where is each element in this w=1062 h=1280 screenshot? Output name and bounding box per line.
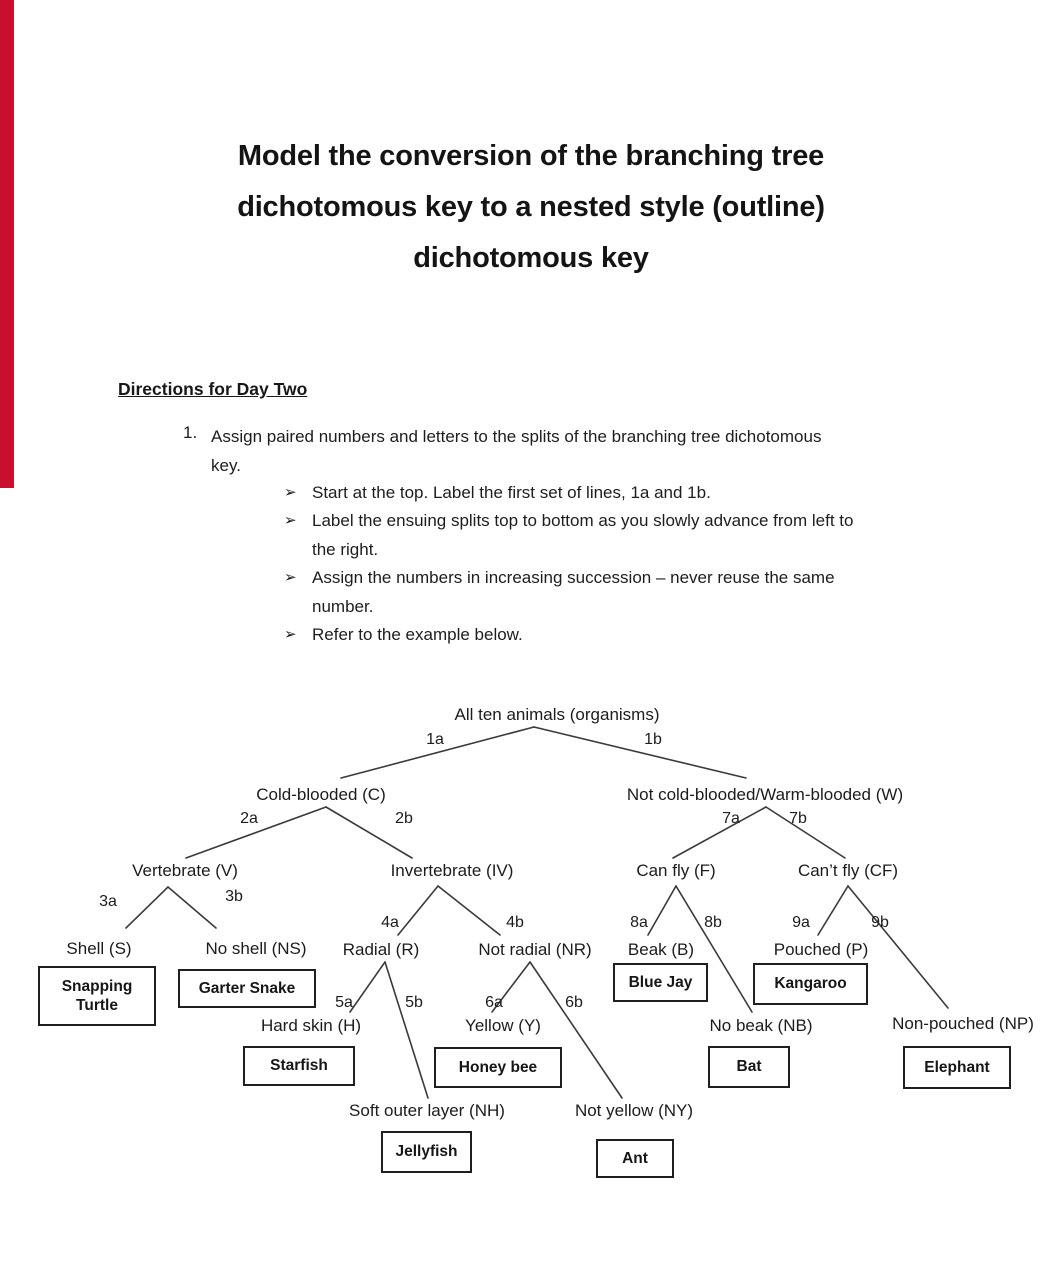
animal-box-blue-jay: Blue Jay <box>613 963 708 1002</box>
branch-label-8b: 8b <box>704 914 722 931</box>
list-item-text: Assign paired numbers and letters to the… <box>211 423 971 480</box>
tree-node-can-fly: Can fly (F) <box>636 861 716 880</box>
list-item-number: 1. <box>183 423 198 442</box>
branch-label-4b: 4b <box>506 914 524 931</box>
tree-node-vertebrate: Vertebrate (V) <box>132 861 238 880</box>
branch-label-8a: 8a <box>630 914 648 931</box>
tree-node-no-shell: No shell (NS) <box>205 939 307 958</box>
tree-node-warm-blooded: Not cold-blooded/Warm-blooded (W) <box>626 785 904 804</box>
branch-label-9b: 9b <box>871 914 889 931</box>
list-item-line: Assign paired numbers and letters to the… <box>211 427 822 446</box>
animal-box-kangaroo: Kangaroo <box>753 963 868 1005</box>
bullet-list: ➢ Start at the top. Label the first set … <box>284 479 984 649</box>
page-title-line-1: Model the conversion of the branching tr… <box>237 140 825 172</box>
animal-box-bat: Bat <box>708 1046 790 1088</box>
branch-label-4a: 4a <box>381 914 399 931</box>
branch-label-1a: 1a <box>426 731 444 748</box>
left-margin-marker <box>0 0 14 488</box>
tree-node-not-yellow: Not yellow (NY) <box>574 1101 694 1120</box>
bullet-line: Refer to the example below. <box>312 625 523 645</box>
animal-box-jellyfish: Jellyfish <box>381 1131 472 1173</box>
tree-node-yellow: Yellow (Y) <box>465 1016 541 1035</box>
branch-label-5b: 5b <box>405 994 423 1011</box>
animal-box-ant: Ant <box>596 1139 674 1178</box>
tree-node-beak: Beak (B) <box>627 940 695 959</box>
tree-node-not-radial: Not radial (NR) <box>478 940 592 959</box>
tree-node-radial: Radial (R) <box>342 940 420 959</box>
tree-node-pouched: Pouched (P) <box>773 940 869 959</box>
branch-label-6a: 6a <box>485 994 503 1011</box>
page-title: Model the conversion of the branching tr… <box>0 131 1062 284</box>
bullet-line: the right. <box>312 539 379 559</box>
tree-node-shell: Shell (S) <box>66 939 132 958</box>
bullet-line: number. <box>312 596 374 616</box>
tree-node-root: All ten animals (organisms) <box>454 705 660 724</box>
branch-label-3b: 3b <box>225 888 243 905</box>
bullet-item: ➢ Assign the numbers in increasing succe… <box>284 564 984 621</box>
directions-heading: Directions for Day Two <box>118 379 308 399</box>
arrow-bullet-icon: ➢ <box>284 626 297 644</box>
tree-node-invertebrate: Invertebrate (IV) <box>390 861 514 880</box>
branch-label-3a: 3a <box>99 893 117 910</box>
animal-box-garter-snake: Garter Snake <box>178 969 316 1008</box>
bullet-line: Label the ensuing splits top to bottom a… <box>312 511 854 531</box>
branch-label-2b: 2b <box>395 810 413 827</box>
list-item-line: key. <box>211 455 241 475</box>
branch-label-2a: 2a <box>240 810 258 827</box>
bullet-item: ➢ Start at the top. Label the first set … <box>284 479 984 507</box>
dichotomous-tree-diagram: All ten animals (organisms) 1a 1b Cold-b… <box>0 700 1062 1200</box>
tree-node-no-beak: No beak (NB) <box>709 1016 813 1035</box>
tree-node-hard-skin: Hard skin (H) <box>260 1016 362 1035</box>
animal-box-starfish: Starfish <box>243 1046 355 1086</box>
branch-label-9a: 9a <box>792 914 810 931</box>
arrow-bullet-icon: ➢ <box>284 484 297 501</box>
bullet-item: ➢ Refer to the example below. <box>284 621 984 649</box>
bullet-item: ➢ Label the ensuing splits top to bottom… <box>284 507 984 564</box>
branch-label-5a: 5a <box>335 994 353 1011</box>
animal-box-elephant: Elephant <box>903 1046 1011 1089</box>
arrow-bullet-icon: ➢ <box>284 569 297 587</box>
branch-label-7b: 7b <box>789 810 807 827</box>
page-title-line-3: dichotomous key <box>413 242 649 274</box>
bullet-line: Start at the top. Label the first set of… <box>312 483 711 502</box>
tree-branch-lines <box>125 726 949 1099</box>
branch-label-6b: 6b <box>565 994 583 1011</box>
page-title-line-2: dichotomous key to a nested style (outli… <box>237 191 825 223</box>
branch-label-7a: 7a <box>722 810 740 827</box>
branch-label-1b: 1b <box>644 731 662 748</box>
tree-node-cant-fly: Can’t fly (CF) <box>797 861 899 880</box>
animal-box-snapping-turtle: Snapping Turtle <box>38 966 156 1026</box>
arrow-bullet-icon: ➢ <box>284 512 297 530</box>
tree-node-non-pouched: Non-pouched (NP) <box>892 1014 1034 1033</box>
tree-node-soft-outer-layer: Soft outer layer (NH) <box>349 1101 505 1120</box>
tree-node-cold-blooded: Cold-blooded (C) <box>256 785 386 804</box>
animal-box-honey-bee: Honey bee <box>434 1047 562 1088</box>
bullet-line: Assign the numbers in increasing success… <box>312 568 835 588</box>
